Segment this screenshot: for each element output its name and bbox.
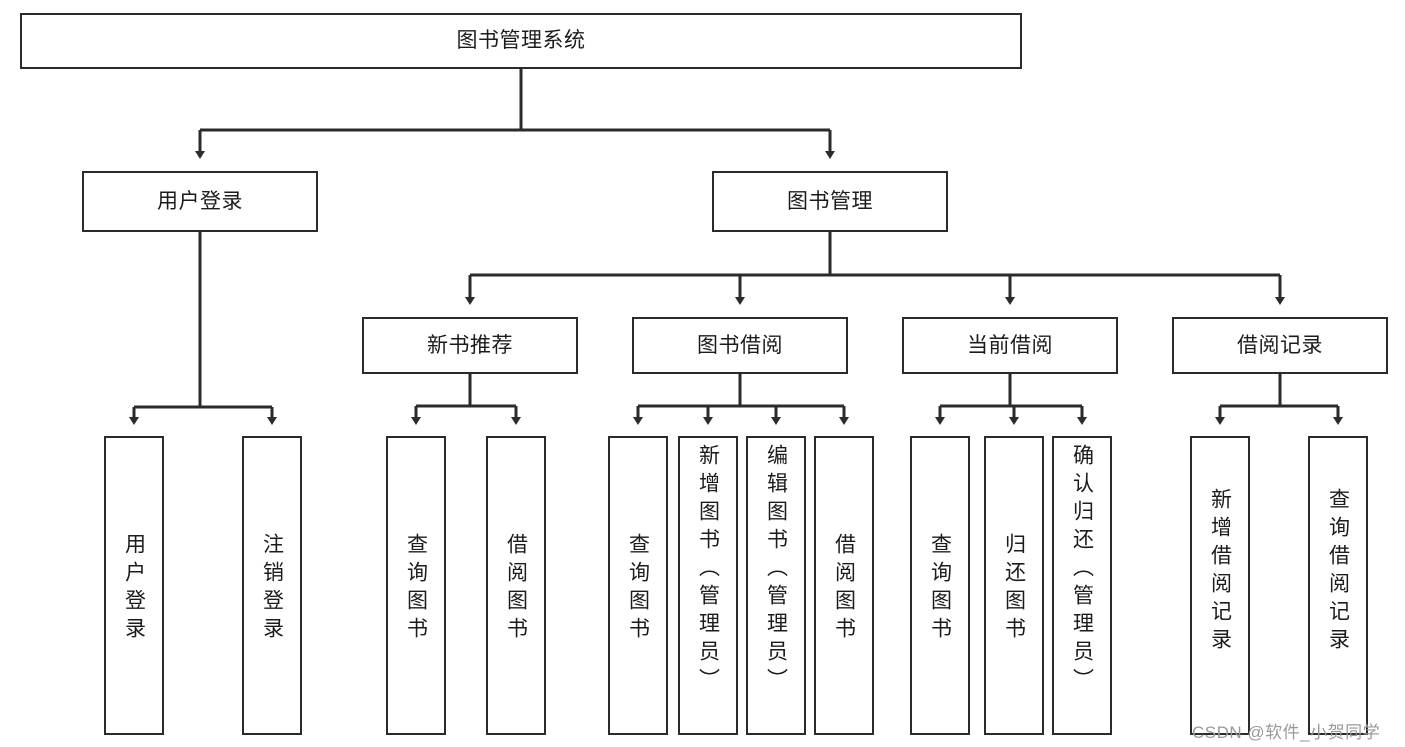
- node-label-leaf-confirm-return: 确认归还（管理员）: [1070, 444, 1094, 696]
- node-book-borrow[interactable]: 图书借阅: [632, 317, 848, 374]
- node-leaf-logout[interactable]: 注销登录: [242, 436, 302, 735]
- node-leaf-query-borrow-record[interactable]: 查询借阅记录: [1308, 436, 1368, 735]
- node-label-leaf-borrow-book-1: 借阅图书: [504, 533, 528, 645]
- csdn-watermark: CSDN @软件_小贺同学: [1192, 723, 1381, 742]
- node-user-login[interactable]: 用户登录: [82, 171, 318, 232]
- node-leaf-query-book-1[interactable]: 查询图书: [386, 436, 446, 735]
- node-leaf-query-book-3[interactable]: 查询图书: [910, 436, 970, 735]
- node-book-management[interactable]: 图书管理: [712, 171, 948, 232]
- node-leaf-add-borrow-record[interactable]: 新增借阅记录: [1190, 436, 1250, 735]
- node-leaf-add-book[interactable]: 新增图书（管理员）: [678, 436, 738, 735]
- node-label-leaf-return-book: 归还图书: [1002, 533, 1026, 645]
- node-new-book-recommend[interactable]: 新书推荐: [362, 317, 578, 374]
- node-label-leaf-add-book: 新增图书（管理员）: [696, 444, 720, 696]
- node-label-user-login: 用户登录: [157, 189, 243, 213]
- node-leaf-user-login[interactable]: 用户登录: [104, 436, 164, 735]
- node-label-leaf-logout: 注销登录: [260, 533, 284, 645]
- node-label-leaf-user-login: 用户登录: [122, 533, 146, 645]
- node-label-current-borrow: 当前借阅: [967, 333, 1053, 357]
- node-label-book-borrow: 图书借阅: [697, 333, 783, 357]
- node-label-book-management: 图书管理: [787, 189, 873, 213]
- node-label-root: 图书管理系统: [456, 29, 586, 53]
- node-leaf-return-book[interactable]: 归还图书: [984, 436, 1044, 735]
- node-label-leaf-query-book-1: 查询图书: [404, 533, 428, 645]
- node-label-leaf-add-borrow-record: 新增借阅记录: [1208, 488, 1232, 656]
- node-leaf-borrow-book-1[interactable]: 借阅图书: [486, 436, 546, 735]
- node-label-leaf-borrow-book-2: 借阅图书: [832, 533, 856, 645]
- node-label-leaf-query-borrow-record: 查询借阅记录: [1326, 488, 1350, 656]
- node-borrow-records[interactable]: 借阅记录: [1172, 317, 1388, 374]
- node-root[interactable]: 图书管理系统: [20, 13, 1022, 69]
- node-current-borrow[interactable]: 当前借阅: [902, 317, 1118, 374]
- node-leaf-confirm-return[interactable]: 确认归还（管理员）: [1052, 436, 1112, 735]
- node-leaf-query-book-2[interactable]: 查询图书: [608, 436, 668, 735]
- node-label-leaf-query-book-2: 查询图书: [626, 533, 650, 645]
- node-label-borrow-records: 借阅记录: [1237, 333, 1323, 357]
- node-label-leaf-edit-book: 编辑图书（管理员）: [764, 444, 788, 696]
- node-leaf-edit-book[interactable]: 编辑图书（管理员）: [746, 436, 806, 735]
- node-label-leaf-query-book-3: 查询图书: [928, 533, 952, 645]
- node-leaf-borrow-book-2[interactable]: 借阅图书: [814, 436, 874, 735]
- node-label-new-book-recommend: 新书推荐: [427, 333, 513, 357]
